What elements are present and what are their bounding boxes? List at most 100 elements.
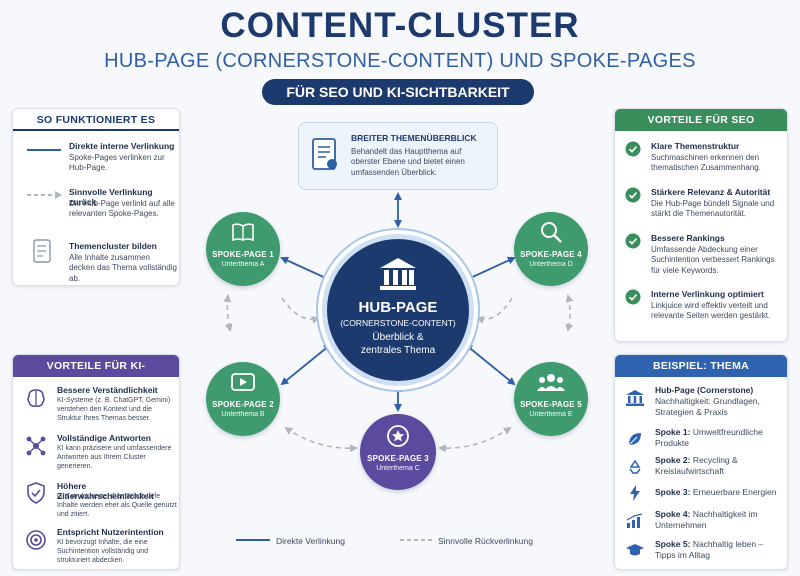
dashed-arrow-icon xyxy=(27,191,62,199)
back-link-3 xyxy=(281,297,320,324)
how-item-3-title: Themencluster bilden xyxy=(69,241,157,251)
recycle-icon xyxy=(629,459,641,474)
hub-subtitle: (CORNERSTONE-CONTENT) xyxy=(340,318,456,328)
ai-item-3-title: Höhere Zitierwahrscheinlichkeit xyxy=(57,481,154,501)
back-link-2 xyxy=(565,294,574,332)
seo-item-4-desc: Linkjuice wird effektiv verteilt und rel… xyxy=(651,301,771,321)
example-spoke-5: Spoke 5: Nachhaltig leben – Tipps im All… xyxy=(655,539,785,561)
spoke-4-sub: Unterthema D xyxy=(529,261,573,268)
back-link-4 xyxy=(476,297,513,324)
legend-dashed-line xyxy=(400,539,434,541)
legend-direct: Direkte Verlinkung xyxy=(276,536,345,546)
seo-item-2-desc: Die Hub-Page bündelt Signale und stärkt … xyxy=(651,199,775,219)
brain-icon xyxy=(27,389,45,407)
spoke-page-4: SPOKE-PAGE 4 Unterthema D xyxy=(514,212,588,286)
page-stack-icon xyxy=(33,239,51,263)
spoke-page-5: SPOKE-PAGE 5 Unterthema E xyxy=(514,362,588,436)
ai-item-4-desc: KI bevorzugt Inhalte, die eine Suchinten… xyxy=(57,539,149,565)
how-it-works-title: SO FUNKTIONIERT ES xyxy=(13,109,179,131)
example-spoke-2-desc: Recycling & Kreislaufwirtschaft xyxy=(655,455,738,477)
example-spoke-2-label: Spoke 2: xyxy=(655,455,691,465)
example-hub-desc: Nachhaltigkeit: Grundlagen, Strategien &… xyxy=(655,396,760,418)
example-spoke-1: Spoke 1: Umweltfreundliche Produkte xyxy=(655,427,785,449)
overview-box: BREITER THEMENÜBERBLICK Behandelt das Ha… xyxy=(298,122,498,190)
back-link-6 xyxy=(438,426,512,453)
hub-desc: Überblick & zentrales Thema xyxy=(360,332,436,356)
seo-item-4-title: Interne Verlinkung optimiert xyxy=(651,289,764,299)
spoke-3-sub: Unterthema C xyxy=(376,465,420,472)
graduation-cap-icon xyxy=(626,544,644,556)
lightning-icon xyxy=(630,485,640,501)
example-panel: BEISPIEL: THEMA „NACHHALTIGKEIT“ Hub-Pag… xyxy=(614,354,788,570)
search-icon xyxy=(541,222,562,243)
how-item-1-title: Direkte interne Verlinkung xyxy=(69,141,175,151)
ai-item-2-title: Vollständige Antworten xyxy=(57,433,151,443)
book-icon xyxy=(232,223,254,242)
network-icon xyxy=(26,436,46,456)
ai-item-4-title: Entspricht Nutzerintention xyxy=(57,527,164,537)
ai-item-1-desc: KI-Systeme (z. B. ChatGPT, Gemini) verst… xyxy=(57,397,171,423)
direct-link-5 xyxy=(464,343,516,386)
how-item-2-title: Sinnvolle Verlinkung zurück xyxy=(69,187,153,207)
check-circle-icon xyxy=(625,141,641,157)
how-item-1-desc: Spoke-Pages verlinken zur Hub-Page. xyxy=(69,153,165,173)
target-icon xyxy=(26,530,46,550)
spoke-page-1: SPOKE-PAGE 1 Unterthema A xyxy=(206,212,280,286)
direct-link-2 xyxy=(280,343,332,386)
seo-advantages-title: VORTEILE FÜR SEO xyxy=(615,109,787,131)
check-circle-icon xyxy=(625,233,641,249)
solid-line-icon xyxy=(27,149,61,151)
bank-icon xyxy=(380,258,416,290)
spoke-2-name: SPOKE-PAGE 2 xyxy=(212,400,274,409)
spoke-page-2: SPOKE-PAGE 2 Unterthema B xyxy=(206,362,280,436)
document-icon xyxy=(312,138,337,170)
how-it-works-panel: SO FUNKTIONIERT ES Direkte interne Verli… xyxy=(12,108,180,286)
seo-item-2-title: Stärkere Relevanz & Autorität xyxy=(651,187,771,197)
direct-link-4 xyxy=(464,256,516,282)
back-link-1 xyxy=(223,294,233,332)
users-icon xyxy=(537,374,565,391)
spoke-1-name: SPOKE-PAGE 1 xyxy=(212,250,274,259)
video-icon xyxy=(231,373,255,391)
seo-item-1-title: Klare Themenstruktur xyxy=(651,141,740,151)
check-circle-icon xyxy=(625,187,641,203)
direct-link-1 xyxy=(280,256,332,282)
example-spoke-4-desc: Nachhaltigkeit im Unternehmen xyxy=(655,509,758,531)
check-circle-icon xyxy=(625,289,641,305)
seo-item-1-desc: Suchmaschinen erkennen den thematischen … xyxy=(651,153,761,173)
bank-icon xyxy=(626,390,644,406)
star-badge-icon xyxy=(387,425,409,447)
spoke-4-name: SPOKE-PAGE 4 xyxy=(520,250,582,259)
example-spoke-3-label: Spoke 3: xyxy=(655,487,691,497)
legend-solid-line xyxy=(236,539,270,541)
how-item-2-desc: Die Hub-Page verlinkt auf alle relevante… xyxy=(69,199,175,219)
example-spoke-4-label: Spoke 4: xyxy=(655,509,691,519)
how-item-3-desc: Alle Inhalte zusammen decken das Thema v… xyxy=(69,253,177,283)
spoke-5-name: SPOKE-PAGE 5 xyxy=(520,400,582,409)
example-spoke-5-label: Spoke 5: xyxy=(655,539,691,549)
example-spoke-1-desc: Umweltfreundliche Produkte xyxy=(655,427,763,449)
spoke-5-sub: Unterthema E xyxy=(529,411,573,418)
example-spoke-1-label: Spoke 1: xyxy=(655,427,691,437)
example-spoke-4: Spoke 4: Nachhaltigkeit im Unternehmen xyxy=(655,509,785,531)
seo-item-3-desc: Umfassende Abdeckung einer Suchintention… xyxy=(651,245,775,275)
hub-page-node: HUB-PAGE (CORNERSTONE-CONTENT) Überblick… xyxy=(327,239,469,381)
hub-title: HUB-PAGE xyxy=(358,299,438,316)
ai-item-2-desc: KI kann präzisere und umfassendere Antwo… xyxy=(57,445,172,471)
spoke-2-sub: Unterthema B xyxy=(221,411,265,418)
back-link-5 xyxy=(284,426,358,453)
spoke-3-name: SPOKE-PAGE 3 xyxy=(367,454,429,463)
page-subtitle: HUB-PAGE (CORNERSTONE-CONTENT) UND SPOKE… xyxy=(104,50,696,72)
page-title: CONTENT-CLUSTER xyxy=(220,6,580,45)
ai-advantages-panel: VORTEILE FÜR KI-SICHTBARKEIT Bessere Ver… xyxy=(12,354,180,570)
example-spoke-3: Spoke 3: Erneuerbare Energien xyxy=(655,487,785,498)
legend-back: Sinnvolle Rückverlinkung xyxy=(438,536,533,546)
spoke-1-sub: Unterthema A xyxy=(221,261,265,268)
ai-item-3-desc: Gut strukturierte, thematisch tiefe Inha… xyxy=(57,493,177,519)
shield-check-icon xyxy=(27,482,45,504)
ai-advantages-title: VORTEILE FÜR KI-SICHTBARKEIT xyxy=(13,355,179,394)
example-title: BEISPIEL: THEMA „NACHHALTIGKEIT“ xyxy=(615,355,787,394)
example-spoke-3-desc: Erneuerbare Energien xyxy=(692,487,777,497)
ai-item-1-title: Bessere Verständlichkeit xyxy=(57,385,158,395)
